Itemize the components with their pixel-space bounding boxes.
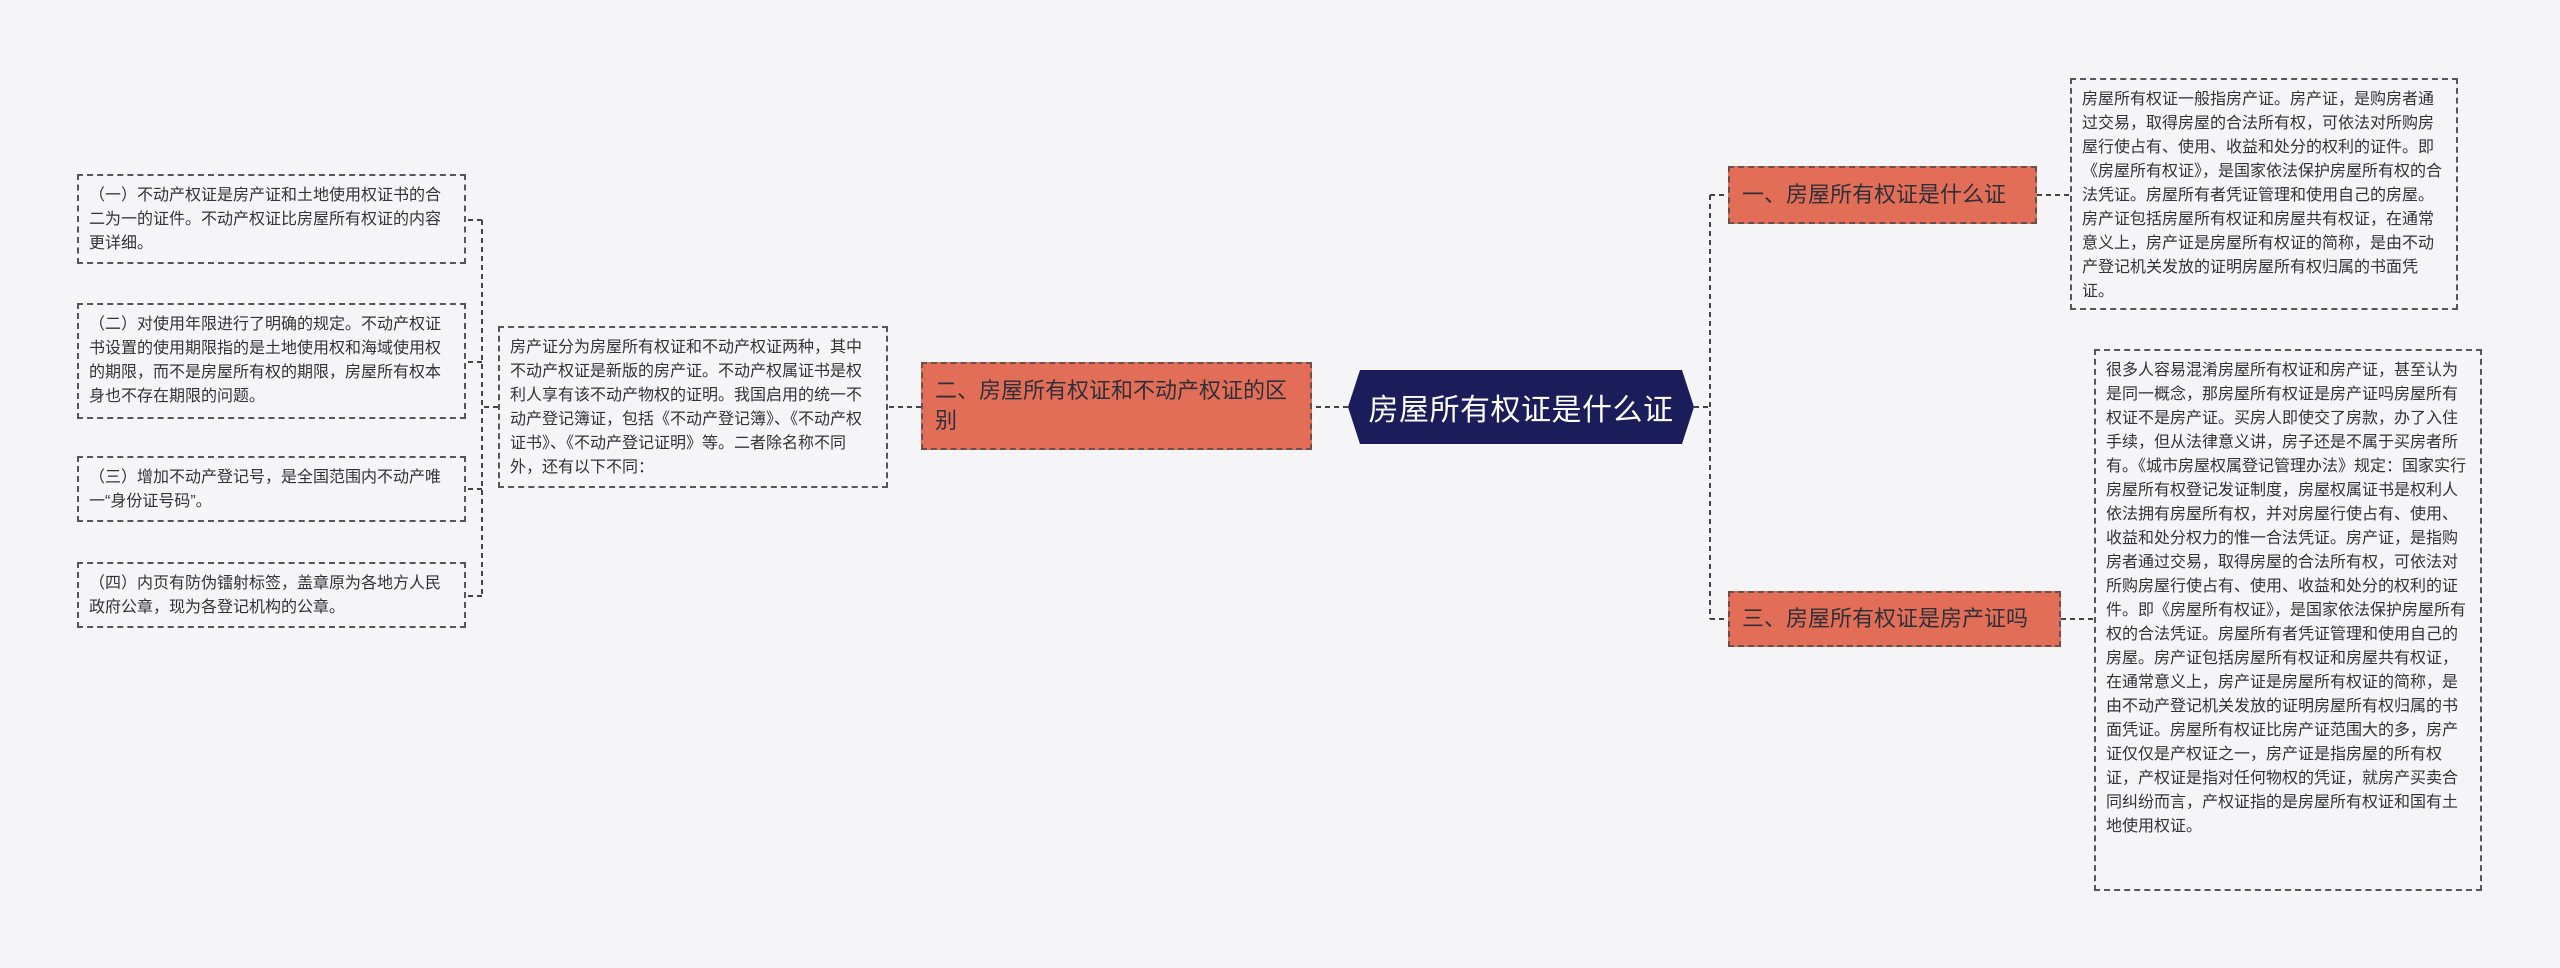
note-what-is-certificate: 房屋所有权证一般指房产证。房产证，是购房者通过交易，取得房屋的合法所有权，可依法…: [2070, 78, 2458, 310]
branch-what-is-certificate[interactable]: 一、房屋所有权证是什么证: [1728, 166, 2037, 224]
branch-difference[interactable]: 二、房屋所有权证和不动产权证的区别: [921, 362, 1312, 450]
central-topic-shape: [1348, 370, 1694, 444]
branch-label: 一、房屋所有权证是什么证: [1742, 182, 2007, 207]
branch-label: 三、房屋所有权证是房产证吗: [1742, 606, 2029, 631]
sub-note-4: （四）内页有防伪镭射标签，盖章原为各地方人民政府公章，现为各登记机构的公章。: [77, 562, 466, 628]
central-topic[interactable]: 房屋所有权证是什么证: [1348, 370, 1694, 444]
sub-note-2: （二）对使用年限进行了明确的规定。不动产权证书设置的使用期限指的是土地使用权和海…: [77, 303, 466, 419]
central-topic-label: 房屋所有权证是什么证: [1368, 394, 1674, 427]
note-is-property-cert: 很多人容易混淆房屋所有权证和房产证，甚至认为是同一概念，那房屋所有权证是房产证吗…: [2094, 349, 2482, 891]
sub-note-1: （一）不动产权证是房产证和土地使用权证书的合二为一的证件。不动产权证比房屋所有权…: [77, 174, 466, 264]
branch-is-property-cert[interactable]: 三、房屋所有权证是房产证吗: [1728, 591, 2061, 647]
note-difference: 房产证分为房屋所有权证和不动产权证两种，其中不动产权证是新版的房产证。不动产权属…: [498, 326, 888, 488]
branch-label: 二、房屋所有权证和不动产权证的区别: [935, 378, 1288, 433]
sub-note-3: （三）增加不动产登记号，是全国范围内不动产唯一“身份证号码”。: [77, 456, 466, 522]
